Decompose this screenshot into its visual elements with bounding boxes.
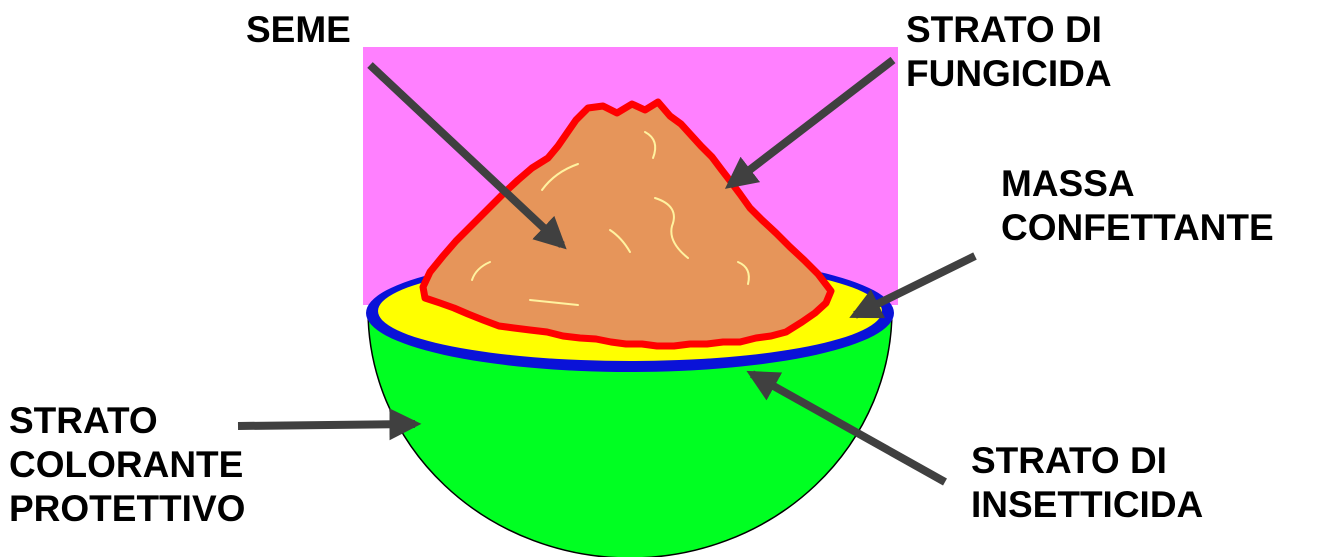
- label-massa-confettante: MASSA CONFETTANTE: [1001, 162, 1274, 250]
- label-strato-fungicida: STRATO DI FUNGICIDA: [906, 8, 1112, 96]
- arrow-colorante: [238, 424, 415, 426]
- label-seme: SEME: [246, 8, 351, 52]
- label-strato-colorante: STRATO COLORANTE PROTETTIVO: [9, 399, 245, 531]
- label-strato-insetticida: STRATO DI INSETTICIDA: [971, 439, 1203, 527]
